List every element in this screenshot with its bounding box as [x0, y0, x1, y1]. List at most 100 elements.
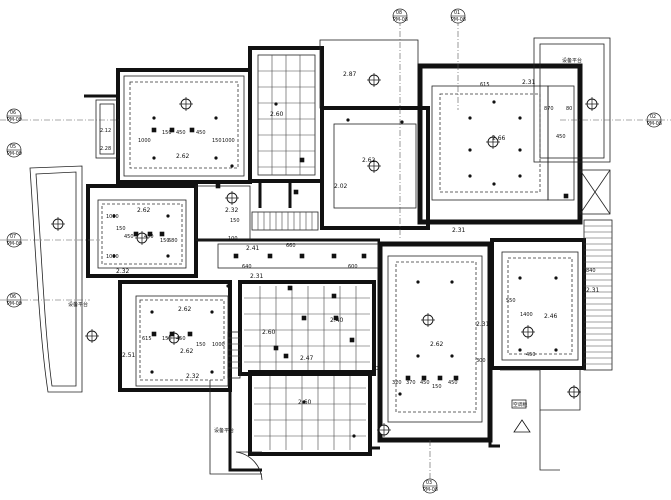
svg-text:06: 06 — [10, 110, 16, 116]
exterior-walls — [84, 37, 611, 475]
ceiling-height: 2.62 — [137, 207, 151, 214]
dimension: 1000 — [212, 342, 225, 348]
dimension: 450 — [176, 336, 186, 342]
section-tag-06b: 06 PM-09 — [6, 292, 22, 308]
right-stair — [579, 169, 613, 371]
svg-text:PM-09: PM-09 — [7, 301, 22, 307]
section-tag-08: 08 PM-08 — [392, 8, 408, 24]
elevation-labels: 2.62 2.62 2.62 2.62 2.62 2.62 2.66 2.46 … — [116, 71, 600, 406]
dimension: 150 — [116, 226, 126, 232]
section-tag-07: 07 PM-09 — [6, 232, 22, 248]
dimension: 615 — [480, 82, 490, 88]
dimension: 1000 — [106, 214, 119, 220]
room-notes: 设备平台 设备平台 设备平台 空调板 2.32 2.12 2.28 — [68, 57, 582, 434]
corridor — [195, 182, 379, 379]
section-tag-06a: 06 PM-09 — [6, 108, 22, 124]
dimension: 1400 — [520, 312, 533, 318]
dimension: 150 — [162, 130, 172, 136]
dimension: 680 — [168, 238, 178, 244]
dimension: 615 — [142, 336, 152, 342]
svg-text:01: 01 — [454, 10, 460, 16]
dimension: 370 — [406, 380, 416, 386]
ceiling-height: 2.31 — [452, 227, 466, 234]
ceiling-height: 2.87 — [343, 71, 357, 78]
note-label: 2.28 — [100, 146, 111, 152]
dimension: 640 — [242, 264, 252, 270]
ceiling-height: 2.62 — [362, 157, 376, 164]
dimension: 150 — [162, 336, 172, 342]
svg-text:PM-08: PM-08 — [393, 17, 408, 23]
ceiling-height: 2.47 — [300, 355, 314, 362]
dimension: 1000 — [106, 254, 119, 260]
ceiling-height: 2.32 — [225, 207, 239, 214]
dimension: 300 — [372, 366, 382, 372]
dimension: 870 — [544, 106, 554, 112]
note-label: 2.12 — [100, 128, 111, 134]
ceiling-height: 2.62 — [180, 348, 194, 355]
dimension: 450 — [526, 352, 536, 358]
dimension: 150 — [196, 342, 206, 348]
ceiling-height: 2.60 — [262, 329, 276, 336]
dimension: 150 — [230, 218, 240, 224]
ceiling-height: 2.40 — [330, 317, 344, 324]
dimension: 450 — [420, 380, 430, 386]
dimension: 450 — [556, 134, 566, 140]
dimension: 450 — [448, 380, 458, 386]
dimension: 1000 — [138, 138, 151, 144]
dimension: 100 — [228, 236, 238, 242]
dimension: 550 — [506, 298, 516, 304]
ceiling-height: 2.66 — [492, 135, 506, 142]
tiles-kitchen — [244, 286, 370, 370]
section-tag-02: 02 PM-08 — [646, 112, 662, 128]
dimension: 450 — [176, 130, 186, 136]
ceiling-height: 2.31 — [476, 321, 490, 328]
left-balcony — [29, 99, 119, 393]
door-swing — [235, 451, 263, 481]
svg-text:06: 06 — [10, 294, 16, 300]
dimension: 320 — [392, 380, 402, 386]
triangle-icon — [513, 419, 531, 433]
section-tag-05: 05 PM-09 — [6, 142, 22, 158]
ac-board-label: 空调板 — [513, 401, 528, 408]
svg-text:PM-08: PM-08 — [647, 121, 662, 127]
ceiling-height: 2.62 — [176, 153, 190, 160]
dimension: 660 — [286, 243, 296, 249]
svg-text:PM-09: PM-09 — [7, 151, 22, 157]
section-tag-01: 01 PM-08 — [450, 8, 466, 24]
ceiling-outlines — [101, 81, 573, 413]
ceiling-height: 2.46 — [544, 313, 558, 320]
dimension: 150 — [212, 138, 222, 144]
ceiling-height: 2.62 — [178, 306, 192, 313]
dimension: 450 — [124, 234, 134, 240]
dimension-labels: 1000 150 450 450 150 1000 1000 680 450 4… — [106, 82, 596, 390]
dimension: 450 — [196, 130, 206, 136]
svg-text:PM-09: PM-09 — [7, 241, 22, 247]
svg-text:02: 02 — [650, 114, 656, 120]
dimension: 150 — [432, 384, 442, 390]
ceiling-height: 2.41 — [246, 245, 260, 252]
svg-text:PM-08: PM-08 — [423, 487, 438, 493]
dimension: 1000 — [222, 138, 235, 144]
light-fixtures — [50, 72, 600, 438]
dimension: 840 — [586, 268, 596, 274]
dimension: 300 — [476, 358, 486, 364]
ceiling-height: 2.02 — [334, 183, 348, 190]
dimension: 150 — [160, 238, 170, 244]
dimension: 450 — [144, 234, 154, 240]
svg-text:PM-08: PM-08 — [451, 17, 466, 23]
svg-text:03: 03 — [426, 480, 432, 486]
svg-text:08: 08 — [396, 10, 402, 16]
equipment-platform-label: 设备平台 — [214, 427, 234, 434]
ceiling-height: 2.32 — [186, 373, 200, 380]
svg-text:07: 07 — [10, 234, 16, 240]
section-tag-03: 03 PM-08 — [422, 478, 438, 494]
tiles-lower — [254, 376, 366, 450]
ceiling-height: 2.62 — [430, 341, 444, 348]
svg-text:05: 05 — [10, 144, 16, 150]
dimension: 600 — [348, 264, 358, 270]
dimension: 80 — [566, 106, 572, 112]
tiles-top-bath — [258, 55, 315, 175]
ceiling-height: 2.31 — [586, 287, 600, 294]
note-label: 2.32 — [254, 372, 265, 378]
